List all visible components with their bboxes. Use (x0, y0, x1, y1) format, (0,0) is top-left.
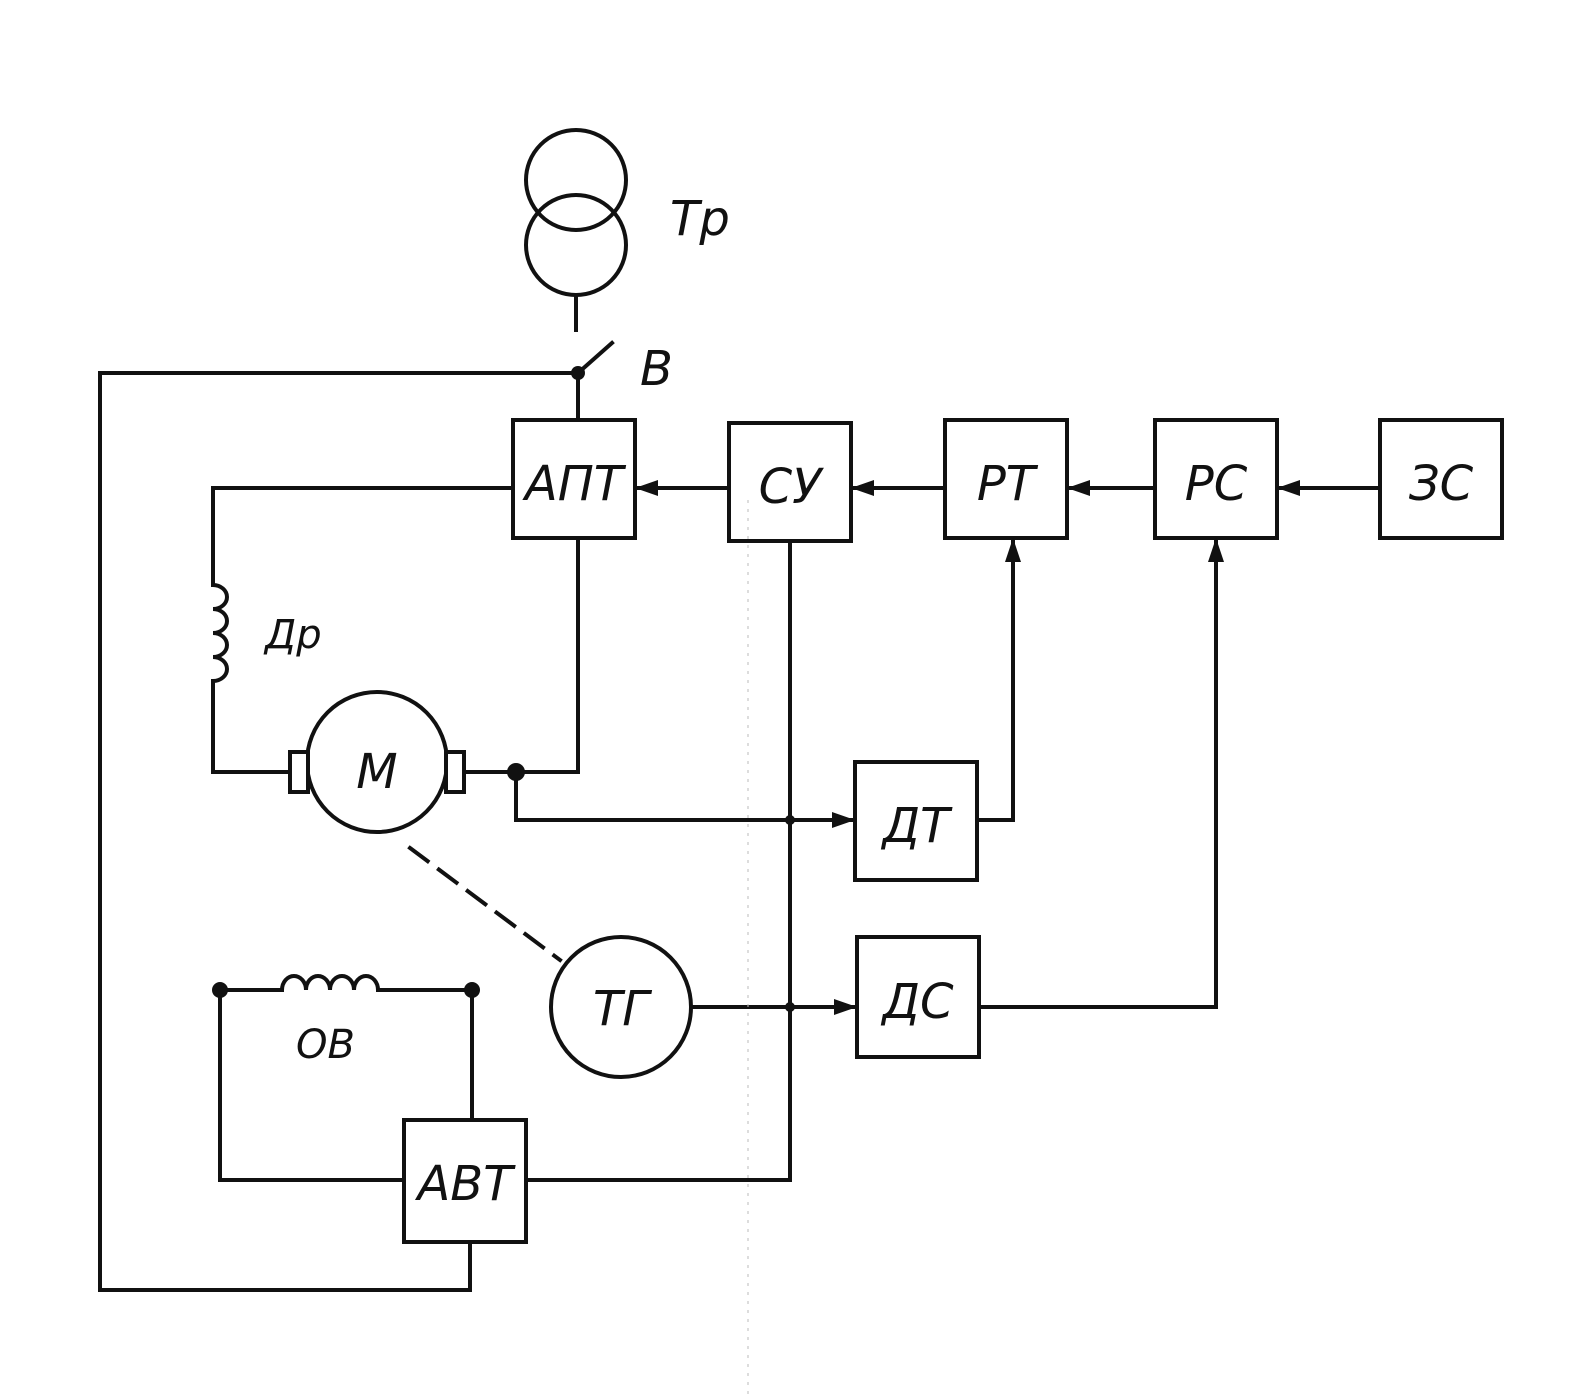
abt-block (402, 1118, 528, 1244)
dt-label: ДТ (881, 798, 954, 854)
choke-label: Др (263, 612, 322, 658)
zs-block (1378, 418, 1504, 540)
supply-wire (98, 371, 580, 1292)
choke-to-motor-wire (211, 679, 292, 774)
rs-label: РС (1185, 456, 1248, 512)
motor-symbol (288, 690, 466, 834)
transformer-symbol (524, 128, 628, 332)
tachogenerator-label: ТГ (593, 981, 652, 1037)
apt-block (511, 418, 637, 540)
ds-to-rs-wire (977, 536, 1218, 1009)
current-sense-wire (514, 770, 857, 822)
su-to-abt-wire (523, 539, 792, 1182)
switch-label: В (640, 341, 673, 397)
apt-label: АПТ (522, 456, 627, 512)
ds-block (855, 935, 981, 1059)
abt-label: АВТ (414, 1156, 516, 1212)
dt-to-rt-wire (975, 536, 1015, 822)
dt-block (853, 760, 979, 882)
choke-coil (210, 582, 229, 684)
chain-connections (633, 480, 1382, 496)
field-left-wire (218, 988, 406, 1182)
motor-label: М (356, 744, 397, 800)
su-block (727, 421, 853, 543)
field-winding-coil (218, 974, 474, 992)
rt-block (943, 418, 1069, 540)
zs-label: ЗС (1409, 456, 1474, 512)
su-label: СУ (759, 459, 825, 515)
ds-label: ДС (880, 974, 954, 1030)
motor-to-apt-wire (462, 536, 580, 774)
rt-label: РТ (977, 456, 1039, 512)
transformer-label: Тр (670, 191, 730, 247)
mechanical-coupling (407, 845, 563, 963)
field-winding-label: ОВ (296, 1022, 355, 1068)
apt-to-choke-wire (211, 486, 515, 587)
